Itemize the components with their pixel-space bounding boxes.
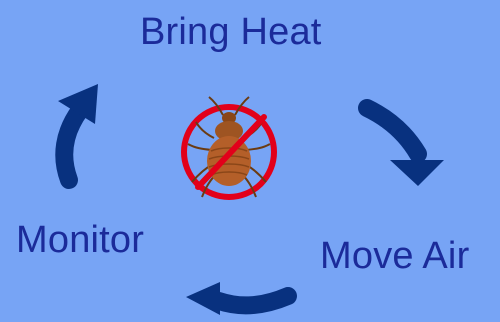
- step-move-air: Move Air: [320, 237, 469, 275]
- step-bring-heat: Bring Heat: [140, 13, 322, 51]
- no-bedbug-svg: [178, 91, 280, 213]
- step-monitor: Monitor: [16, 221, 144, 259]
- arrow-right-shaft: [367, 108, 418, 154]
- no-bedbug-icon: [178, 91, 280, 213]
- bedbug-body: [207, 136, 251, 186]
- arrow-left-head: [58, 84, 98, 124]
- arrow-bottom-shaft: [219, 296, 288, 305]
- arrow-right-head: [390, 160, 444, 186]
- arrow-left-shaft: [64, 110, 80, 180]
- arrow-bottom-head: [186, 282, 220, 315]
